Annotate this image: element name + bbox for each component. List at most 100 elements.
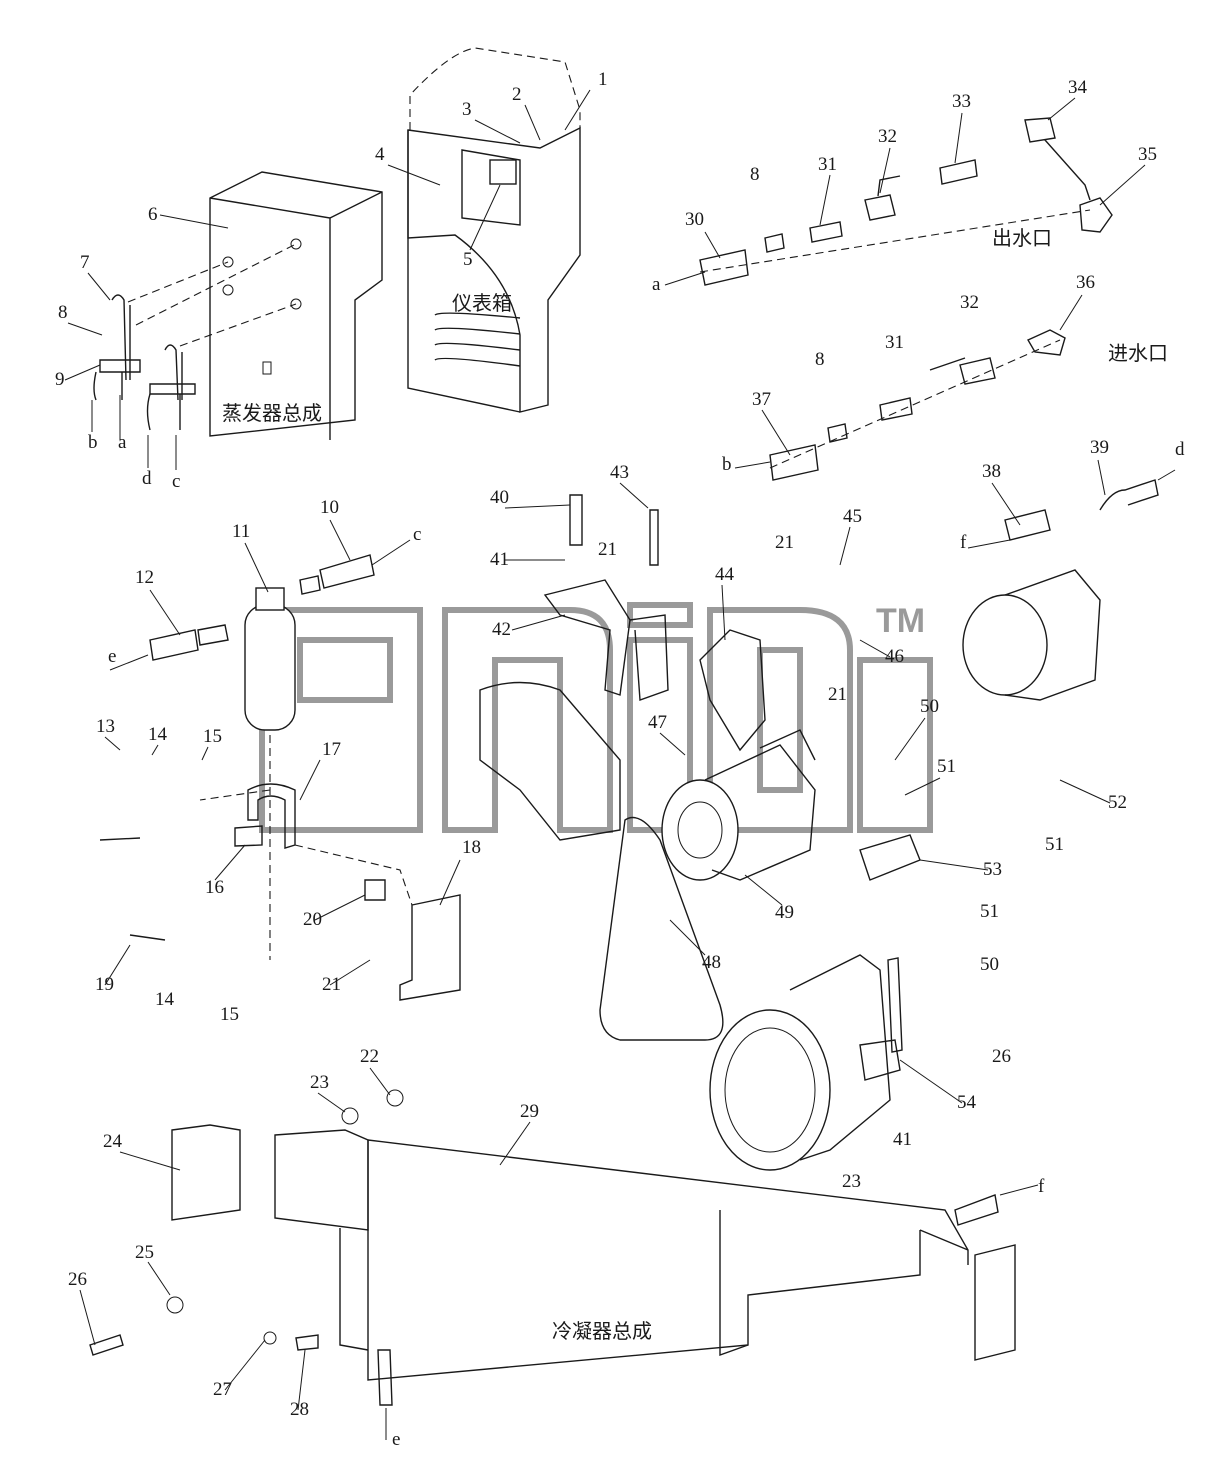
leader-line <box>721 584 726 641</box>
part-number-25: 25 <box>135 1242 154 1263</box>
part-number-15-repeat: 15 <box>220 1004 239 1025</box>
water-inlet-line: 进水口 <box>769 329 1168 481</box>
part-number-10: 10 <box>320 497 339 518</box>
leader-line <box>619 482 649 509</box>
part-number-19: 19 <box>95 974 114 995</box>
part-number-42: 42 <box>492 619 511 640</box>
leader-line <box>329 519 351 561</box>
part-number-50: 50 <box>920 696 939 717</box>
part-number-46: 46 <box>885 646 904 667</box>
part-number-39: 39 <box>1090 437 1109 458</box>
part-number-21: 21 <box>322 974 341 995</box>
part-number-8: 8 <box>58 302 68 323</box>
receiver-drier <box>149 554 375 960</box>
compressor-upper <box>661 729 816 881</box>
leader-line <box>904 777 941 796</box>
part-number-28: 28 <box>290 1399 309 1420</box>
part-number-12: 12 <box>135 567 154 588</box>
leader-line <box>369 1067 391 1096</box>
leader-line <box>894 717 926 761</box>
part-number-45: 45 <box>843 506 862 527</box>
leader-line <box>149 589 181 636</box>
leader-line <box>744 874 783 906</box>
evaporator-label: 蒸发器总成 <box>222 401 322 425</box>
part-number-6: 6 <box>148 204 158 225</box>
leader-line <box>224 1339 266 1391</box>
part-number-50-repeat: 50 <box>980 954 999 975</box>
leader-line <box>387 164 441 186</box>
leader-line <box>1059 779 1111 804</box>
connection-arrow-e <box>109 654 149 671</box>
evaporator-assembly: 蒸发器总成 <box>209 171 383 440</box>
leader-line <box>819 174 831 226</box>
connection-letter-e: e <box>392 1429 400 1450</box>
connection-letter-c: c <box>172 471 180 492</box>
connection-letter-c: c <box>413 524 421 545</box>
alternator <box>709 954 901 1171</box>
connection-arrow-f <box>999 1184 1039 1196</box>
leader-line <box>954 112 963 164</box>
part-number-36: 36 <box>1076 272 1095 293</box>
condenser-label: 冷凝器总成 <box>552 1319 652 1343</box>
connection-arrow-a <box>664 271 706 286</box>
leader-line <box>879 147 891 194</box>
part-number-1: 1 <box>598 69 608 90</box>
connection-arrow-c <box>371 539 411 566</box>
water-outlet-label: 出水口 <box>992 226 1052 250</box>
leader-line <box>659 732 686 756</box>
part-number-30: 30 <box>685 209 704 230</box>
part-number-31-repeat: 31 <box>885 332 904 353</box>
part-number-29: 29 <box>520 1101 539 1122</box>
part-number-18: 18 <box>462 837 481 858</box>
part-number-4: 4 <box>375 144 385 165</box>
part-number-35: 35 <box>1138 144 1157 165</box>
part-number-8-repeat: 8 <box>815 349 825 370</box>
part-number-22: 22 <box>360 1046 379 1067</box>
leader-line <box>439 859 461 906</box>
leader-line <box>474 119 521 144</box>
part-number-27: 27 <box>213 1379 232 1400</box>
connection-arrow-d <box>1157 469 1176 481</box>
part-number-14-repeat: 14 <box>155 989 175 1010</box>
connection-letter-d: d <box>142 468 152 489</box>
leader-line <box>87 272 111 301</box>
connection-letter-a: a <box>652 274 661 295</box>
leader-line <box>159 214 229 229</box>
leader-line <box>499 1121 531 1166</box>
leader-line <box>314 894 366 921</box>
part-number-14: 14 <box>148 724 168 745</box>
leader-line <box>79 1289 96 1346</box>
part-number-21-repeat: 21 <box>828 684 847 705</box>
part-number-37: 37 <box>752 389 771 410</box>
part-number-38: 38 <box>982 461 1001 482</box>
leader-line <box>504 504 571 509</box>
leader-line <box>317 1092 346 1113</box>
part-number-41: 41 <box>490 549 509 570</box>
part-number-44: 44 <box>715 564 735 585</box>
connection-letter-f: f <box>960 532 967 553</box>
leader-line <box>1047 97 1076 121</box>
part-number-9: 9 <box>55 369 65 390</box>
leader-line <box>201 746 209 761</box>
connection-letter-b: b <box>88 432 98 453</box>
part-number-33: 33 <box>952 91 971 112</box>
drier-bracket <box>234 783 461 1001</box>
part-number-23-repeat: 23 <box>842 1171 861 1192</box>
leader-line <box>991 482 1021 526</box>
leader-line <box>299 759 321 801</box>
leader-line <box>1099 164 1146 206</box>
leader-line <box>64 364 101 381</box>
compressor-right <box>962 479 1159 701</box>
part-number-21-repeat: 21 <box>775 532 794 553</box>
part-number-31: 31 <box>818 154 837 175</box>
part-number-54: 54 <box>957 1092 977 1113</box>
leader-line <box>704 231 721 259</box>
leader-line <box>244 542 269 593</box>
part-number-34: 34 <box>1068 77 1088 98</box>
leader-line <box>1097 459 1106 496</box>
leader-line <box>214 844 246 881</box>
leader-line <box>469 184 501 251</box>
leader-line <box>511 614 566 631</box>
